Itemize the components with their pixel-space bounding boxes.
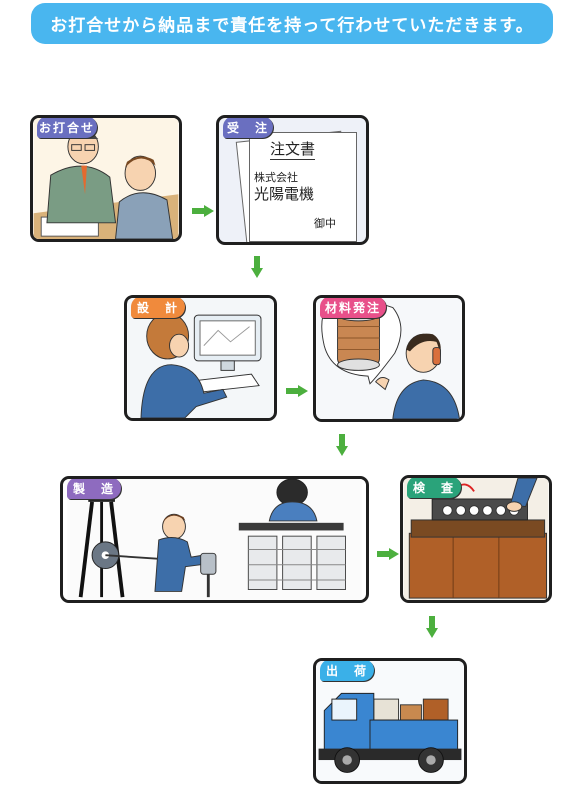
panel-meeting: お打合せ xyxy=(30,115,182,242)
shipping-illustration xyxy=(316,661,464,781)
header-banner: お打合せから納品まで責任を持って行わせていただきます。 xyxy=(31,3,553,44)
order-title: 注文書 xyxy=(270,140,316,160)
arrow-down-3 xyxy=(426,616,438,638)
step-tag-design: 設 計 xyxy=(131,298,185,318)
arrow-right-1 xyxy=(192,205,214,217)
arrow-down-2 xyxy=(336,434,348,456)
panel-order: 注文書 株式会社 光陽電機 御中 受 注 xyxy=(216,115,369,245)
inspection-illustration xyxy=(403,478,549,600)
panel-design: 設 計 xyxy=(124,295,277,421)
step-tag-manufacturing: 製 造 xyxy=(67,479,121,499)
arrow-right-3 xyxy=(377,548,399,560)
order-honorific: 御中 xyxy=(314,217,336,230)
arrow-right-2 xyxy=(286,385,308,397)
order-paper: 注文書 株式会社 光陽電機 御中 xyxy=(249,132,357,242)
arrow-down-1 xyxy=(251,256,263,278)
order-company-line2: 光陽電機 xyxy=(254,185,315,203)
panel-material: 材料発注 xyxy=(313,295,465,422)
step-tag-shipping: 出 荷 xyxy=(320,661,374,681)
panel-manufacturing: 製 造 xyxy=(60,476,369,603)
panel-shipping: 出 荷 xyxy=(313,658,467,784)
step-tag-inspection: 検 査 xyxy=(407,478,461,498)
banner-text: お打合せから納品まで責任を持って行わせていただきます。 xyxy=(50,16,534,36)
order-company-line1: 株式会社 xyxy=(254,171,298,184)
design-illustration xyxy=(127,298,274,418)
step-tag-meeting: お打合せ xyxy=(37,118,97,138)
panel-inspection: 検 査 xyxy=(400,475,552,603)
material-illustration xyxy=(316,298,462,419)
manufacturing-illustration xyxy=(67,479,362,600)
step-tag-order: 受 注 xyxy=(223,118,273,138)
step-tag-material: 材料発注 xyxy=(320,298,386,318)
